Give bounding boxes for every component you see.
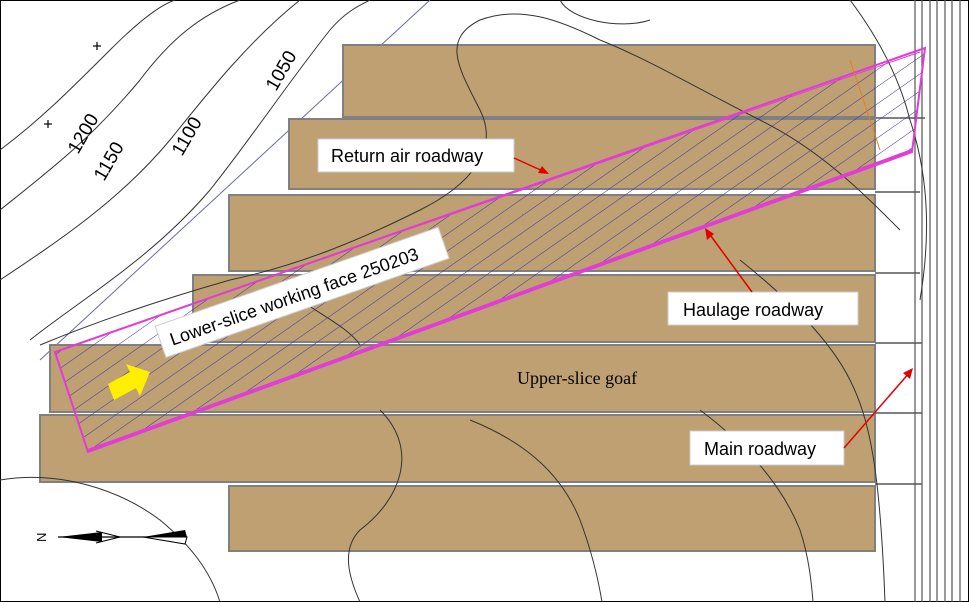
- main-roadway-arrowhead: [903, 368, 913, 379]
- roadway-extensions: [875, 117, 925, 485]
- main-roadway-lines: [914, 0, 961, 602]
- contour-label-1200: 1200: [64, 110, 103, 157]
- return-roadway-line: [59, 51, 921, 351]
- working-face-panel: [53, 46, 927, 454]
- upper-goaf-label: Upper-slice goaf: [517, 368, 637, 388]
- haulage-roadway-line: [87, 149, 913, 451]
- contour-g: [559, 0, 651, 25]
- return-air-label-box: [317, 138, 515, 173]
- plus-markers: [44, 42, 101, 128]
- main-roadway-label: Main roadway: [704, 439, 816, 459]
- contour-c: [347, 409, 403, 602]
- contour-1200: [0, 0, 176, 151]
- goaf-block-7: [228, 485, 876, 552]
- haulage-arrow: [707, 231, 753, 293]
- contour-label-1150: 1150: [90, 139, 129, 185]
- haulage-arrowhead: [705, 228, 714, 240]
- contour-1100: [0, 0, 301, 281]
- orange-edge: [849, 59, 881, 151]
- return-air-arrowhead: [538, 166, 549, 174]
- advance-direction-arrow: [108, 364, 150, 400]
- main-roadway-arrow: [843, 371, 911, 449]
- haulage-label-box: [667, 291, 859, 326]
- north-arrow: N: [34, 530, 188, 545]
- contour-i: [0, 476, 221, 602]
- contour-1050: [29, 0, 371, 341]
- return-air-label: Return air roadway: [331, 146, 483, 166]
- contour-label-1100: 1100: [168, 114, 207, 160]
- contour-a: [39, 13, 601, 346]
- haulage-label: Haulage roadway: [683, 300, 823, 320]
- contour-label-1050: 1050: [262, 47, 301, 94]
- contour-d: [469, 419, 603, 602]
- svg-text:N: N: [34, 533, 49, 542]
- contour-1150: [0, 0, 241, 211]
- main-roadway-label-box: [689, 430, 845, 466]
- contour-lines: [0, 0, 928, 602]
- return-air-arrow: [513, 157, 546, 173]
